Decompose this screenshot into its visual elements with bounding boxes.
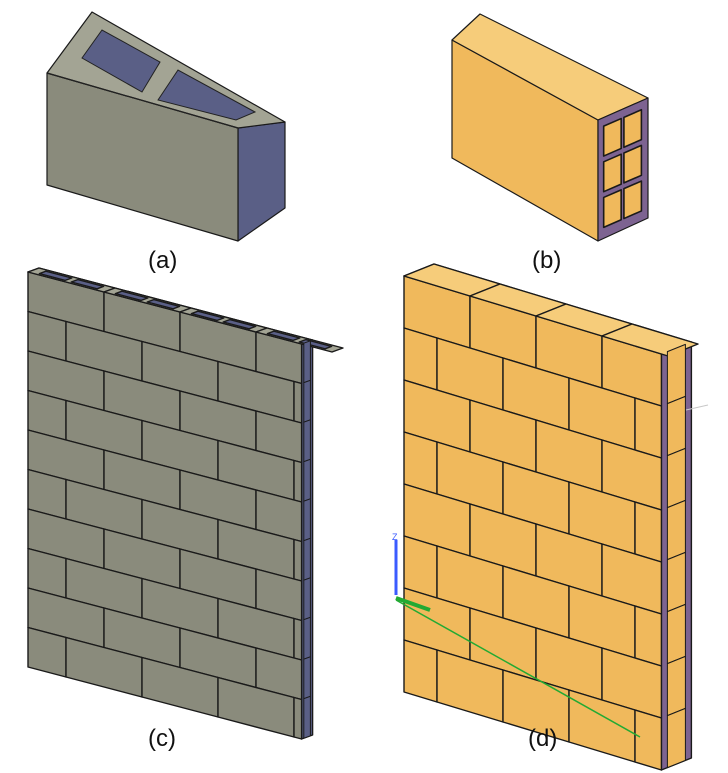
wall-core	[38, 270, 73, 282]
wall-end-cell	[303, 498, 311, 542]
wall-unit-face	[403, 535, 438, 599]
wall-unit-face	[293, 696, 303, 740]
wall-core	[190, 310, 225, 322]
wall-unit-face	[293, 538, 303, 582]
wall-end-cell	[303, 379, 311, 423]
caption-a: (a)	[148, 247, 177, 274]
wall-end-cell	[666, 603, 686, 665]
clay-brick-b	[451, 13, 649, 242]
wall-end-cell	[666, 343, 686, 405]
wall-unit-face	[634, 605, 663, 667]
brick-b-cell	[602, 117, 622, 157]
brick-b-cell	[602, 153, 622, 193]
wall-end-cell	[666, 499, 686, 561]
wall-end-cell	[303, 340, 311, 384]
wall-end-cell	[303, 577, 311, 621]
caption-b: (b)	[532, 247, 561, 274]
wall-end-cell	[303, 695, 311, 739]
wall-unit-face	[634, 709, 663, 771]
axis-z-label: Z	[392, 532, 398, 542]
wall-unit-face	[403, 639, 438, 703]
wall-unit-face	[634, 397, 663, 459]
brick-b-cell	[623, 180, 643, 220]
wall-unit-face	[403, 431, 438, 495]
block-a-core-right	[157, 69, 257, 121]
block-a-end-face	[237, 121, 286, 242]
wall-unit-face	[293, 459, 303, 503]
wall-core	[114, 290, 149, 302]
wall-end-cell	[303, 537, 311, 581]
wall-end-cell	[666, 395, 686, 457]
wall-end-cell	[303, 656, 311, 700]
wall-unit-face	[634, 501, 663, 563]
wall-end-cell	[303, 419, 311, 463]
wall-end-cell	[666, 447, 686, 509]
caption-c: (c)	[148, 725, 176, 752]
clay-wall-d	[403, 263, 699, 771]
wall-unit-face	[403, 327, 438, 391]
brick-b-cell	[602, 189, 622, 229]
brick-b-cell	[623, 108, 643, 149]
axis-guide-line	[685, 404, 709, 411]
wall-core	[266, 330, 301, 342]
ucs-axes-icon: Z	[392, 404, 709, 738]
concrete-wall-c	[27, 267, 344, 740]
wall-core	[70, 278, 105, 290]
concrete-block-a	[46, 11, 286, 242]
wall-core	[222, 318, 257, 330]
wall-unit-face	[293, 617, 303, 661]
caption-d: (d)	[528, 725, 557, 752]
wall-end-cell	[303, 616, 311, 660]
brick-b-cell	[623, 144, 643, 184]
axis-x-line	[395, 599, 641, 738]
wall-end-cell	[666, 551, 686, 613]
axis-x-short	[395, 596, 431, 612]
wall-end-cell	[666, 655, 686, 717]
wall-core	[146, 298, 181, 310]
wall-end-cell	[303, 458, 311, 502]
wall-top-unit	[601, 323, 699, 357]
wall-end-cell	[666, 707, 686, 769]
block-a-core-left	[81, 29, 161, 93]
wall-unit-face	[293, 380, 303, 424]
brick-b-cells	[602, 108, 643, 229]
